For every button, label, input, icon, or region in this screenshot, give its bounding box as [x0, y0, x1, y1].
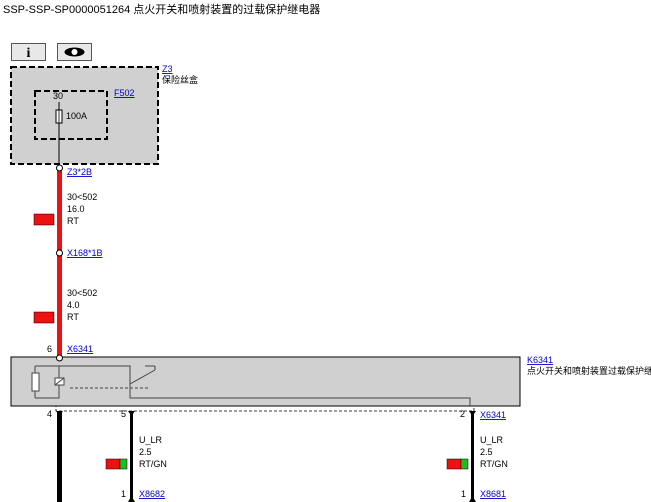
wire-2-color-swatch: [33, 311, 55, 324]
svg-text:i: i: [27, 46, 31, 60]
page-title: SSP-SSP-SP0000051264 点火开关和喷射装置的过载保护继电器: [3, 4, 321, 16]
connector-x8682-link[interactable]: X8682: [139, 489, 165, 499]
wire-3-circuit: U_LR: [139, 435, 163, 445]
connector-z3-link[interactable]: Z3*2B: [67, 167, 92, 177]
connector-x6341-top-link[interactable]: X6341: [67, 344, 93, 354]
relay-pin-top: 6: [47, 344, 52, 354]
arrow-right: [469, 411, 476, 416]
relay-pin-right: 2: [460, 409, 465, 419]
fuse-frame: [34, 90, 108, 140]
connector-x6341-bottom-link[interactable]: X6341: [480, 410, 506, 420]
bottom-wire-mid: [130, 411, 133, 502]
wire-4-size: 2.5: [480, 447, 493, 457]
wire-3-color: RT/GN: [139, 459, 167, 469]
connector-x168-link[interactable]: X168*1B: [67, 248, 103, 258]
z3-pin-node: [56, 164, 63, 172]
fuse-id-link[interactable]: F502: [114, 88, 135, 98]
wire-4-color-swatch: [446, 458, 469, 470]
wire-2-circuit: 30<502: [67, 288, 97, 298]
x8681-pin: 1: [461, 489, 466, 499]
fuse-terminal: 30: [53, 91, 63, 101]
arrow-x8682: [128, 496, 135, 502]
relay-name: 点火开关和喷射装置过载保护继电器: [527, 365, 651, 376]
x8682-pin: 1: [121, 489, 126, 499]
relay-pin-left: 4: [47, 409, 52, 419]
x168-pin-node: [56, 249, 63, 257]
relay-box: [10, 356, 521, 407]
arrow-left: [56, 411, 63, 416]
wire-2-color: RT: [67, 312, 79, 322]
relay-bottom-connector: [55, 405, 475, 412]
connector-x8681-link[interactable]: X8681: [480, 489, 506, 499]
wire-4-circuit: U_LR: [480, 435, 504, 445]
relay-pin-mid: 5: [121, 409, 126, 419]
arrow-x8681: [469, 496, 476, 502]
info-button[interactable]: i: [11, 43, 46, 61]
wire-4-color: RT/GN: [480, 459, 508, 469]
view-button[interactable]: [57, 43, 92, 61]
info-icon: i: [27, 46, 31, 61]
fuse-box-name: 保险丝盒: [162, 74, 198, 85]
wire-3-color-swatch: [105, 458, 128, 470]
fuse-rating: 100A: [66, 111, 87, 121]
relay-id-link[interactable]: K6341: [527, 355, 553, 365]
arrow-mid: [128, 411, 135, 416]
wire-3-size: 2.5: [139, 447, 152, 457]
eye-icon: [64, 47, 85, 57]
wire-1-color: RT: [67, 216, 79, 226]
relay-top-node: [56, 354, 63, 362]
bottom-wire-right: [471, 411, 474, 502]
relay-internal-circuit: [31, 365, 471, 406]
bottom-wire-left: [57, 411, 62, 502]
wire-1-circuit: 30<502: [67, 192, 97, 202]
wire-1-size: 16.0: [67, 204, 85, 214]
red-wire: [57, 169, 62, 360]
fuse-box: [10, 66, 159, 165]
wire-1-color-swatch: [33, 213, 55, 226]
wire-2-size: 4.0: [67, 300, 80, 310]
fuse-box-id-link[interactable]: Z3: [162, 64, 173, 74]
